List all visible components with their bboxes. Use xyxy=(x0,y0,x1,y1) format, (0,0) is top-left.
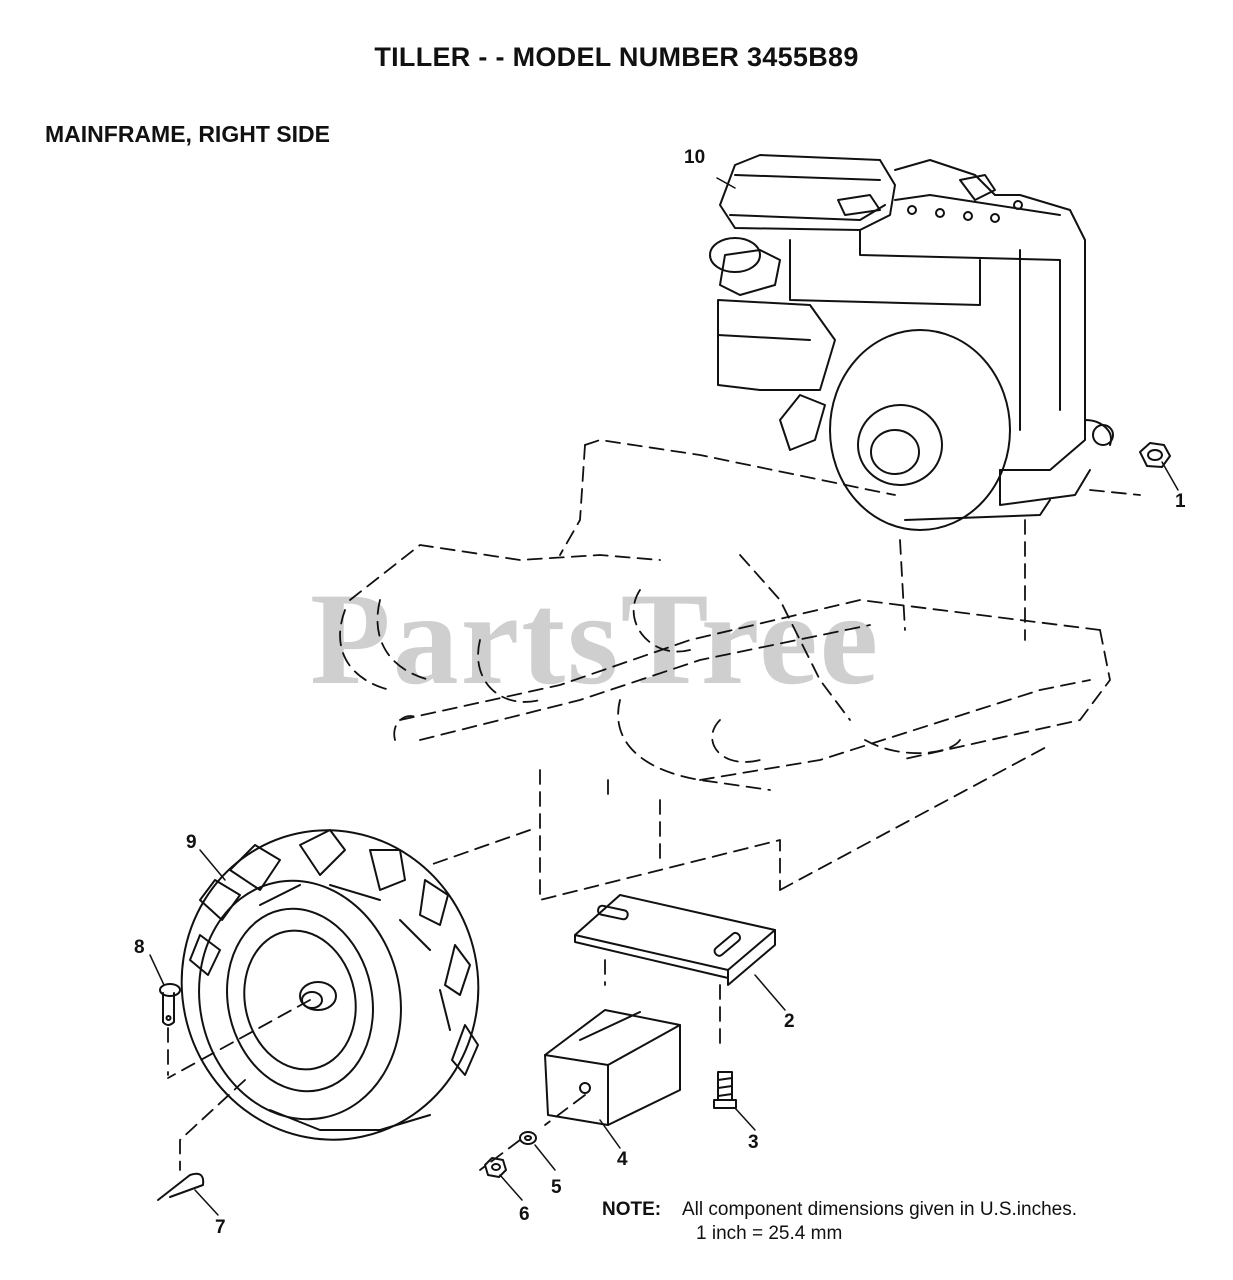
callout-10: 10 xyxy=(684,147,706,168)
spacer-block-drawing xyxy=(544,1009,681,1126)
callout-leaders xyxy=(149,177,1179,1216)
callout-6: 6 xyxy=(519,1204,530,1225)
callout-7: 7 xyxy=(215,1217,226,1238)
nut-drawing xyxy=(484,1157,507,1178)
note-line-2: 1 inch = 25.4 mm xyxy=(696,1223,843,1244)
note-label: NOTE: xyxy=(602,1199,662,1220)
mounting-bracket-drawing xyxy=(574,894,776,986)
callout-1: 1 xyxy=(1175,491,1186,512)
callout-4: 4 xyxy=(617,1149,628,1170)
note-line-1: All component dimensions given in U.S.in… xyxy=(682,1199,1077,1220)
dimension-note: NOTE: All component dimensions given in U… xyxy=(602,1199,1077,1245)
engine-drawing xyxy=(709,154,1114,531)
callout-3: 3 xyxy=(748,1132,759,1153)
callout-2: 2 xyxy=(784,1011,795,1032)
bolt-drawing xyxy=(713,1071,737,1109)
callout-8: 8 xyxy=(134,937,145,958)
wheel-tire-drawing xyxy=(180,829,480,1141)
lock-washer-drawing xyxy=(519,1131,537,1145)
callout-9: 9 xyxy=(186,832,197,853)
hairpin-cotter-drawing xyxy=(157,1172,205,1201)
hex-nut-drawing xyxy=(1139,442,1171,468)
callout-5: 5 xyxy=(551,1177,562,1198)
mainframe-phantom-drawing xyxy=(167,439,1141,1171)
diagram-subtitle: MAINFRAME, RIGHT SIDE xyxy=(45,121,330,147)
diagram-title: TILLER - - MODEL NUMBER 3455B89 xyxy=(374,42,859,72)
clevis-pin-drawing xyxy=(159,983,181,1026)
